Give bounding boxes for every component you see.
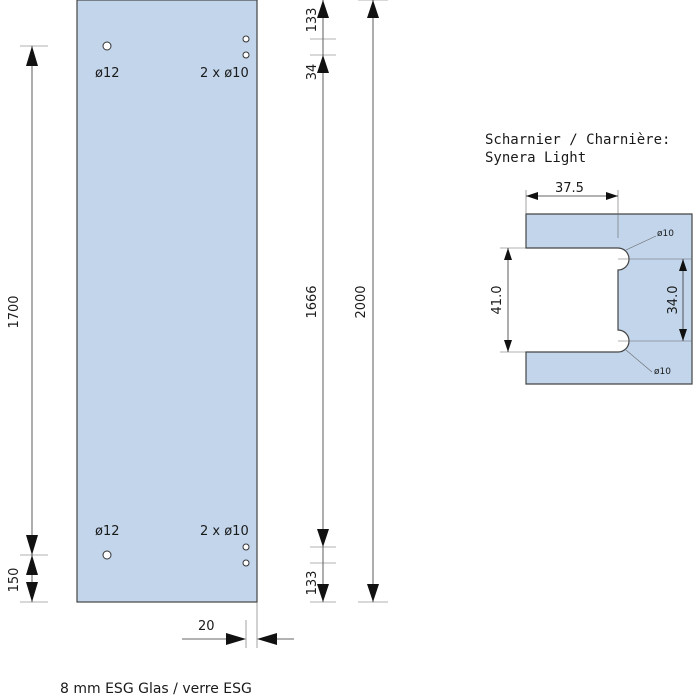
hinge-hole-bottom-label: ø10 (654, 367, 671, 377)
hole-top-left (102, 41, 112, 51)
hinge-title-line1: Scharnier / Charnière: (485, 132, 670, 148)
dim-mid-top: 133 (305, 8, 320, 33)
dim-right-overall: 2000 (354, 285, 369, 318)
right-dimension-chain (358, 0, 388, 603)
caption: 8 mm ESG Glas / verre ESG (60, 681, 252, 697)
hinge-hole-bottom-leader (625, 349, 653, 373)
hole-bottom-right-2 (242, 559, 250, 567)
hole-top-right-1 (242, 35, 250, 43)
hole-top-right-2 (242, 51, 250, 59)
hinge-hole-top-leader (625, 235, 657, 251)
edge-offset-dimension (182, 602, 294, 648)
dim-hinge-opening: 41.0 (490, 286, 505, 315)
hole-bottom-left-label: ø12 (95, 524, 120, 539)
dim-mid-center: 1666 (305, 285, 320, 318)
dim-mid-second: 34 (305, 64, 320, 81)
left-dimension-chain (20, 45, 48, 603)
dim-hinge-width: 37.5 (555, 181, 584, 196)
dim-hinge-spacing: 34.0 (666, 286, 681, 315)
hole-top-left-label: ø12 (95, 66, 120, 81)
hinge-title-line2: Synera Light (485, 150, 586, 166)
hole-bottom-right-1 (242, 543, 250, 551)
hinge-opening-dimension (500, 247, 526, 353)
hole-bottom-right-label: 2 x ø10 (200, 524, 249, 539)
hole-bottom-left (102, 550, 112, 560)
dim-left-overall: 1700 (7, 295, 22, 328)
hinge-glass-cutout (525, 213, 693, 385)
dim-left-bottom: 150 (7, 568, 22, 593)
hinge-width-dimension (525, 190, 619, 238)
hole-top-right-label: 2 x ø10 (200, 66, 249, 81)
dim-mid-bottom: 133 (305, 571, 320, 596)
glass-panel (76, 0, 258, 603)
middle-dimension-chain (310, 0, 336, 603)
dim-edge-offset: 20 (198, 619, 215, 634)
hinge-spacing-dimension (618, 258, 692, 342)
hinge-hole-top-label: ø10 (657, 229, 674, 239)
